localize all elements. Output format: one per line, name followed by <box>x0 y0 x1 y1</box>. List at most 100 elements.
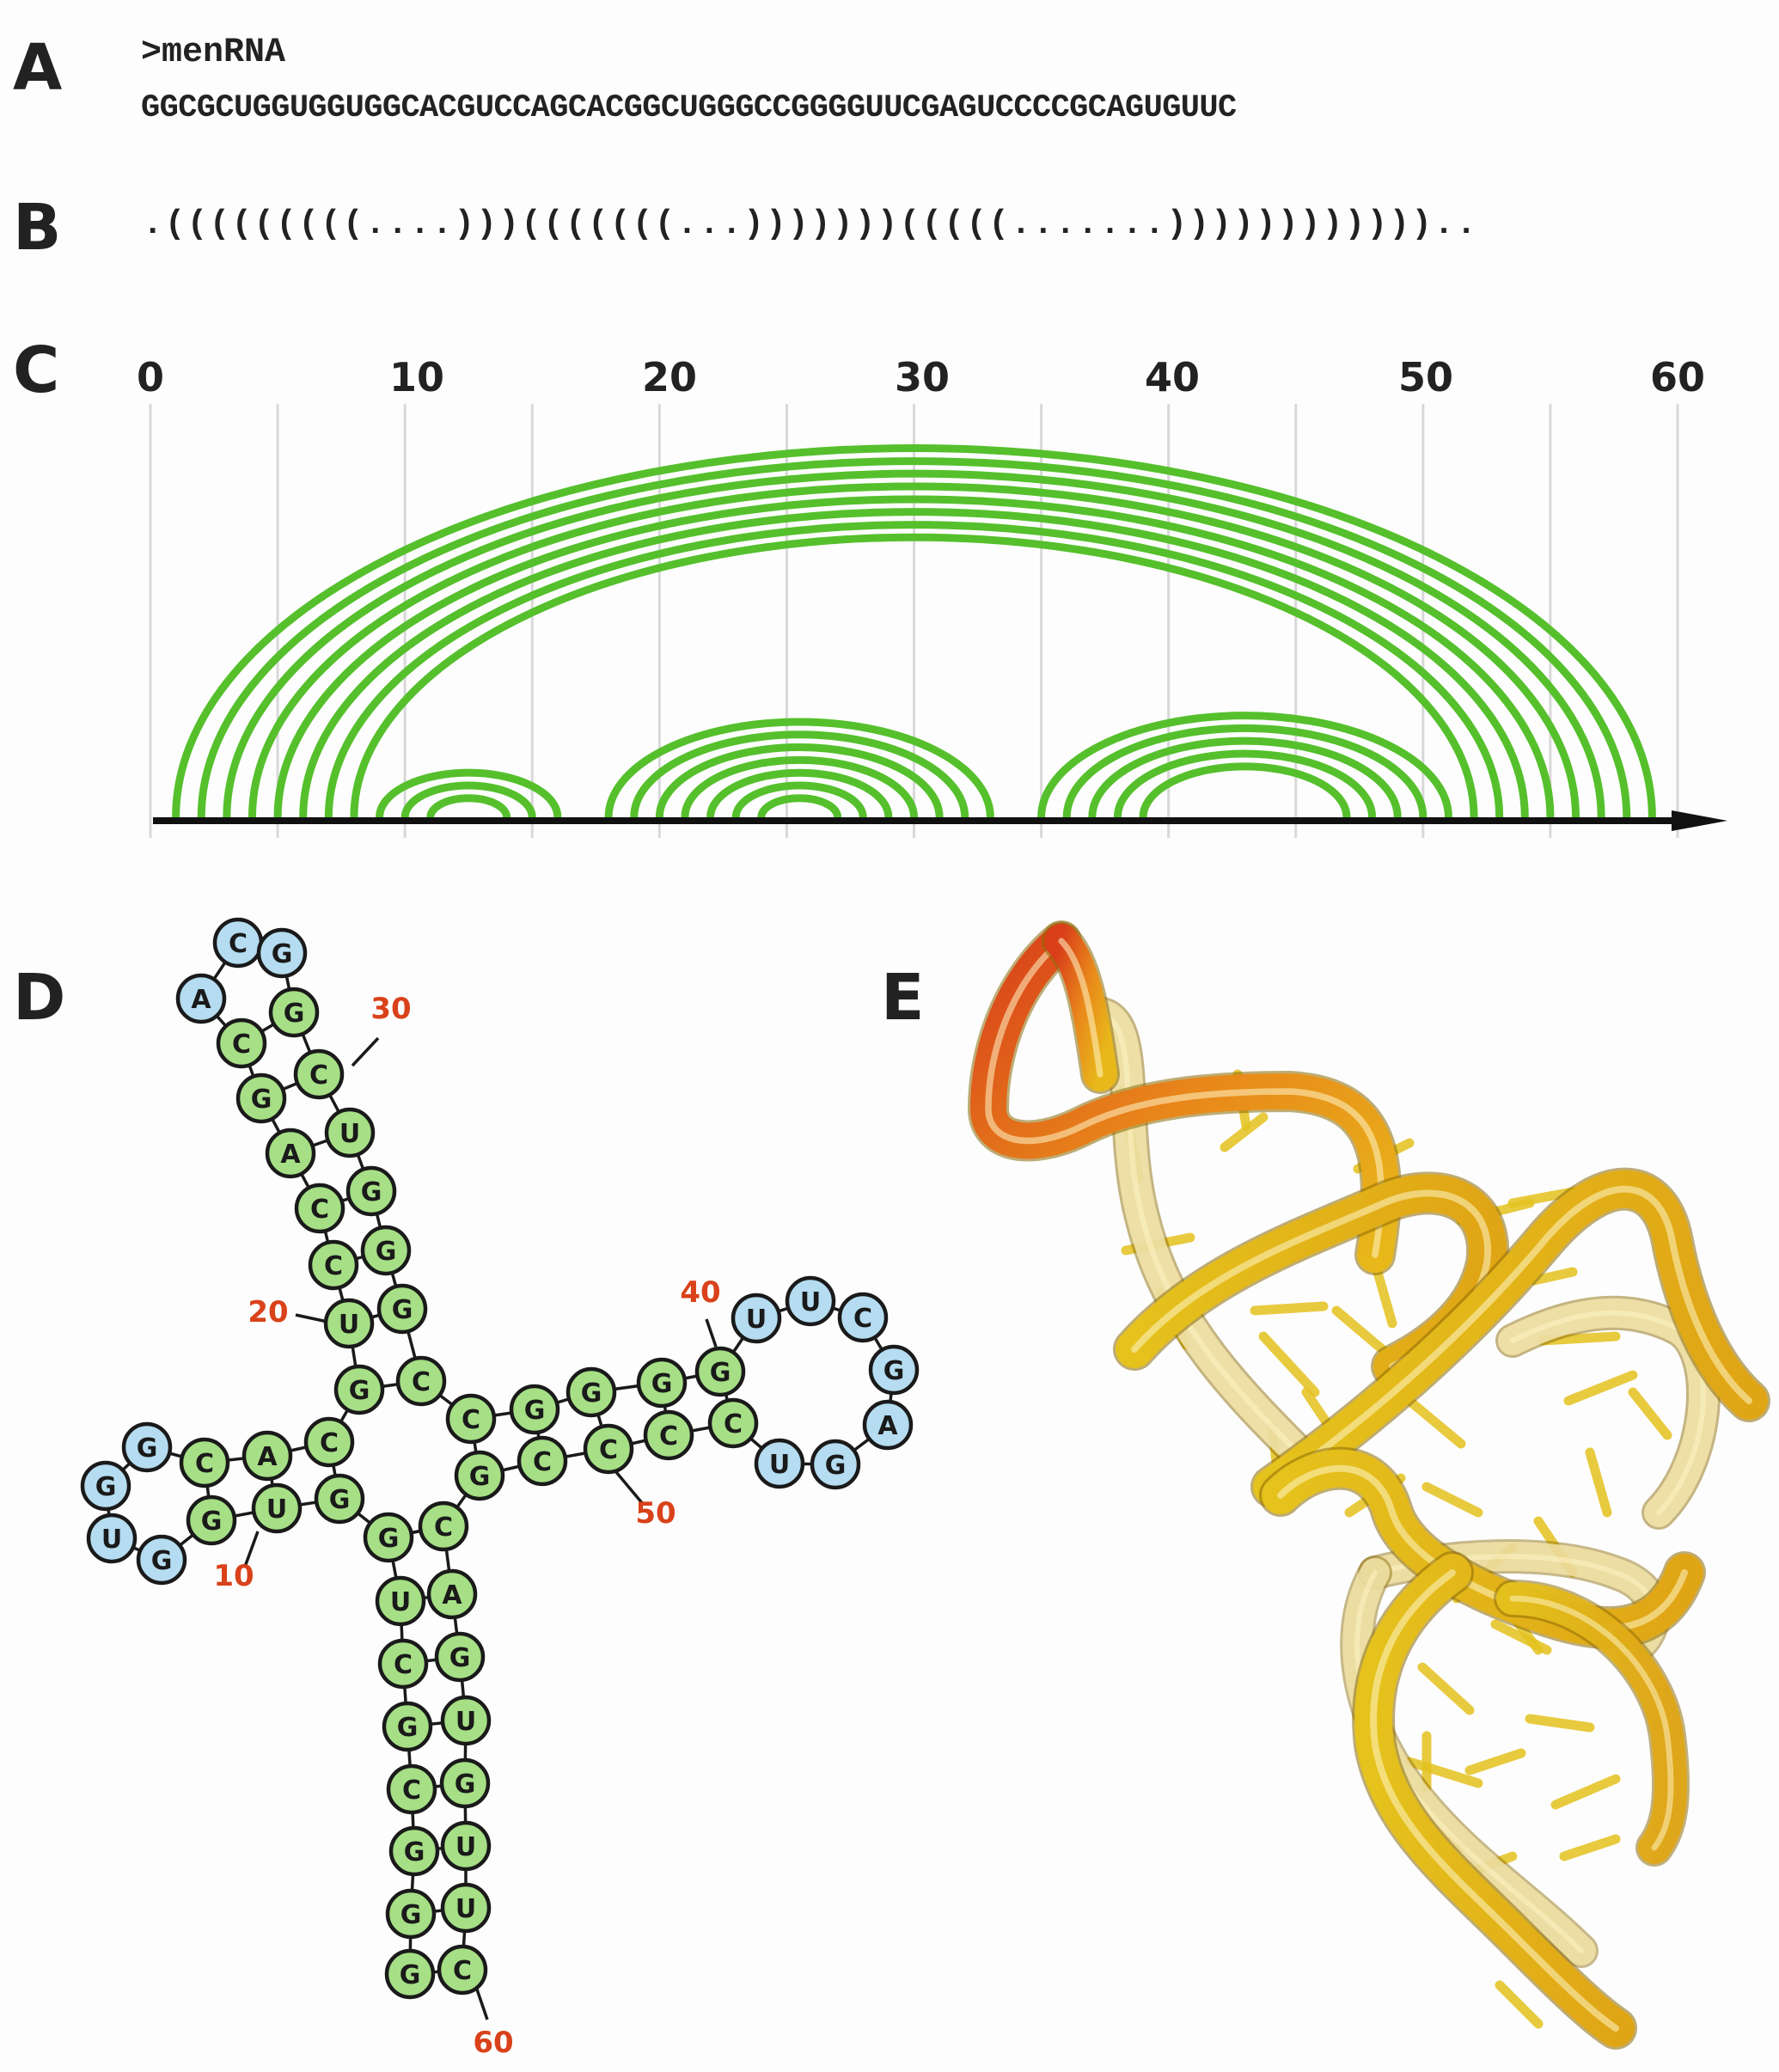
nucleotide-letter: G <box>400 1960 421 1990</box>
nucleotide-circle <box>437 1944 488 1996</box>
nucleotide-circle <box>388 1825 440 1877</box>
nucleotide-letter: C <box>195 1449 214 1479</box>
base-rung <box>1525 1714 1595 1733</box>
loop-nucleotide: C <box>837 1292 889 1343</box>
paired-nucleotide: G <box>434 1631 486 1683</box>
paired-nucleotide: C <box>179 1437 230 1488</box>
nucleotide-circle <box>395 1355 447 1407</box>
nucleotide-circle <box>445 1393 497 1445</box>
pair-arc <box>757 794 842 818</box>
nucleotide-circle <box>303 1416 355 1468</box>
base-rung <box>1250 1301 1329 1316</box>
nucleotide-letter: C <box>324 1251 343 1281</box>
nucleotide-circle <box>265 1128 316 1179</box>
base-rung <box>1563 1370 1638 1406</box>
nucleotide-circle <box>80 1460 131 1512</box>
paired-nucleotide: G <box>345 1165 397 1217</box>
nucleotide-circle <box>324 1107 376 1158</box>
nucleotide-letter: G <box>883 1356 905 1386</box>
paired-nucleotide: G <box>384 1948 436 2000</box>
nucleotide-circle <box>385 1888 437 1940</box>
nucleotide-circle <box>86 1513 138 1564</box>
loop-nucleotide: G <box>121 1421 173 1473</box>
nucleotide-circle <box>179 1437 230 1488</box>
nucleotide-letter: A <box>280 1140 301 1170</box>
nucleotide-circle <box>583 1423 634 1475</box>
nucleotide-circle <box>868 1344 920 1396</box>
paired-nucleotide: U <box>440 1820 492 1872</box>
nucleotide-circle <box>440 1820 492 1872</box>
pair-arc <box>426 794 511 818</box>
arc-tick-labels: 0 10 20 30 40 50 60 <box>137 354 1705 400</box>
nucleotide-letter: G <box>137 1433 158 1464</box>
panel-letter-e: E <box>881 961 925 1035</box>
nucleotide-circle <box>707 1397 759 1449</box>
nucleotide-circle <box>731 1293 782 1344</box>
position-label: 30 <box>370 992 411 1026</box>
nucleotide-circle <box>241 1430 293 1482</box>
tick-label-30: 30 <box>895 354 950 400</box>
nucleotide-circle <box>754 1438 805 1489</box>
nucleotide-circle <box>565 1366 617 1418</box>
nucleotide-letter: C <box>310 1195 329 1225</box>
nucleotide-circle <box>268 987 320 1038</box>
paired-nucleotide: C <box>377 1638 429 1690</box>
position-label: 40 <box>680 1275 720 1310</box>
paired-nucleotide: C <box>643 1409 694 1461</box>
nucleotide-letter: U <box>800 1287 821 1317</box>
paired-nucleotide: U <box>440 1695 492 1746</box>
base-rung <box>1628 1387 1672 1440</box>
nucleotide-letter: G <box>272 939 293 969</box>
pair-arc <box>172 444 1656 818</box>
nucleotide-circle <box>235 1073 287 1124</box>
base-rung <box>1585 1447 1612 1518</box>
nucleotide-letter: C <box>394 1650 413 1680</box>
nucleotide-letter: C <box>453 1956 472 1986</box>
nucleotide-letter: G <box>469 1462 491 1492</box>
nucleotide-circle <box>810 1439 861 1490</box>
loop-nucleotide: G <box>868 1344 920 1396</box>
base-rung <box>1220 1112 1269 1152</box>
panel-letter-d: D <box>13 961 66 1035</box>
paired-nucleotide: G <box>694 1346 746 1397</box>
nucleotide-letter: C <box>412 1367 431 1397</box>
loop-nucleotide: U <box>754 1438 805 1489</box>
pair-arc <box>400 781 536 818</box>
paired-nucleotide: C <box>395 1355 447 1407</box>
nucleotide-circle <box>440 1882 492 1934</box>
nucleotide-letter: G <box>392 1295 413 1325</box>
position-tick <box>243 1531 260 1568</box>
nucleotide-letter: G <box>151 1546 173 1576</box>
loop-nucleotide: G <box>136 1534 187 1586</box>
nucleotide-letter: A <box>191 985 211 1015</box>
nucleotide-letter: U <box>455 1894 476 1924</box>
nucleotide-letter: U <box>339 1310 359 1340</box>
backbone-near <box>968 920 1770 2050</box>
nucleotide-letter: A <box>257 1442 278 1472</box>
nucleotide-circle <box>440 1695 492 1746</box>
pair-arc <box>223 469 1605 818</box>
pair-arc <box>706 768 893 818</box>
nucleotide-circle <box>216 1018 267 1069</box>
nucleotide-letter: C <box>320 1428 339 1458</box>
backbone-helix-strand-4-highlight <box>1370 1569 1619 2032</box>
nucleotide-letter: U <box>455 1832 476 1862</box>
nucleotide-circle <box>694 1346 746 1397</box>
tick-label-0: 0 <box>137 354 164 400</box>
nucleotide-letter: G <box>378 1524 400 1554</box>
nucleotide-letter: G <box>349 1376 370 1406</box>
position-label: 60 <box>473 2026 513 2060</box>
nucleotide-letter: G <box>397 1713 419 1743</box>
paired-nucleotide: C <box>437 1944 488 1996</box>
pair-arc <box>350 533 1478 818</box>
nucleotide-circle <box>418 1501 469 1552</box>
nucleotide-letter: G <box>651 1369 673 1399</box>
base-rung <box>1559 1834 1621 1861</box>
pair-arc <box>273 495 1555 818</box>
pair-arc <box>630 730 969 818</box>
nucleotide-circle <box>345 1165 397 1217</box>
paired-nucleotide: G <box>385 1888 437 1940</box>
nucleotide-circle <box>136 1534 187 1586</box>
